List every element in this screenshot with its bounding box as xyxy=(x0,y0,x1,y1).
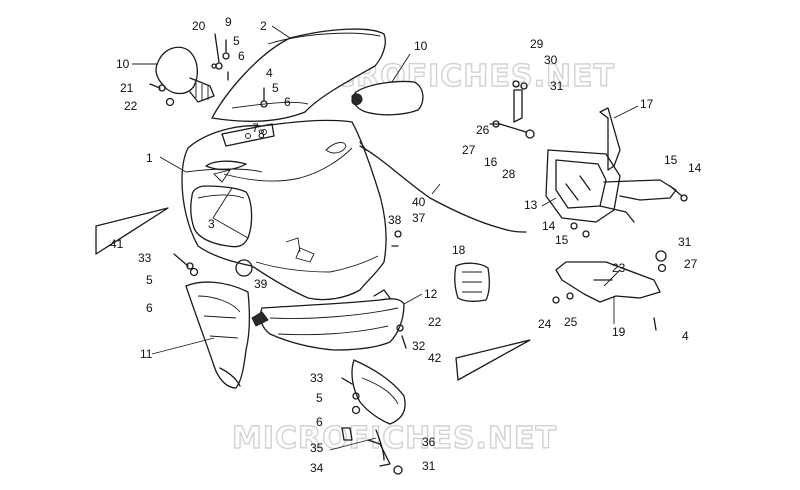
label-5a: 5 xyxy=(233,34,240,48)
label-20: 20 xyxy=(192,19,206,33)
label-39: 39 xyxy=(254,277,268,291)
label-8: 8 xyxy=(258,127,265,141)
label-36: 36 xyxy=(422,435,436,449)
label-23: 23 xyxy=(612,261,626,275)
label-5d: 5 xyxy=(316,391,323,405)
windshield-hardware xyxy=(211,33,268,108)
bracket-18 xyxy=(454,262,490,302)
label-1: 1 xyxy=(146,151,153,165)
label-16: 16 xyxy=(484,155,498,169)
callout-labels: 1 2 3 4 4 5 5 5 5 6 6 6 6 7 8 9 10 10 11… xyxy=(110,15,702,475)
chin-spoiler xyxy=(351,359,406,461)
label-26: 26 xyxy=(476,123,490,137)
label-19: 19 xyxy=(612,325,626,339)
label-27b: 27 xyxy=(684,257,698,271)
label-6c: 6 xyxy=(146,301,153,315)
label-18: 18 xyxy=(452,243,466,257)
trim-strip-42 xyxy=(455,339,531,381)
label-9: 9 xyxy=(225,15,232,29)
left-hardware xyxy=(173,230,407,475)
label-4b: 4 xyxy=(682,329,689,343)
label-22b: 22 xyxy=(428,315,442,329)
leader-lines xyxy=(132,25,639,451)
label-35: 35 xyxy=(310,441,324,455)
label-4a: 4 xyxy=(266,66,273,80)
label-7: 7 xyxy=(252,121,259,135)
label-25: 25 xyxy=(564,315,578,329)
windshield xyxy=(211,28,386,123)
label-3: 3 xyxy=(208,217,215,231)
strap-17 xyxy=(599,107,621,171)
watermark-bottom: MICROFICHES.NET xyxy=(232,421,557,456)
label-17: 17 xyxy=(640,97,654,111)
label-38: 38 xyxy=(388,213,402,227)
label-14b: 14 xyxy=(542,219,556,233)
label-6b: 6 xyxy=(284,95,291,109)
mirror-right xyxy=(351,80,424,116)
label-22a: 22 xyxy=(124,99,138,113)
label-5c: 5 xyxy=(146,273,153,287)
side-panel-left xyxy=(185,281,250,389)
mirror-left xyxy=(155,46,215,103)
label-24: 24 xyxy=(538,317,552,331)
label-42: 42 xyxy=(428,351,442,365)
cable xyxy=(359,145,527,233)
label-30: 30 xyxy=(544,53,558,67)
label-33b: 33 xyxy=(310,371,324,385)
bracket-19 xyxy=(555,261,661,303)
main-fairing xyxy=(181,119,387,301)
label-10a: 10 xyxy=(116,57,130,71)
right-hardware xyxy=(489,120,688,331)
label-29: 29 xyxy=(530,37,544,51)
label-21: 21 xyxy=(120,81,134,95)
trim-strip-41 xyxy=(95,207,169,255)
label-6d: 6 xyxy=(316,415,323,429)
label-13: 13 xyxy=(524,198,538,212)
cable-end xyxy=(359,141,367,151)
label-34: 34 xyxy=(310,461,324,475)
label-2: 2 xyxy=(260,19,267,33)
label-14a: 14 xyxy=(688,161,702,175)
label-6a: 6 xyxy=(238,49,245,63)
support-frame xyxy=(545,149,677,223)
label-32: 32 xyxy=(412,339,426,353)
label-31a: 31 xyxy=(550,79,564,93)
label-33a: 33 xyxy=(138,251,152,265)
label-27a: 27 xyxy=(462,143,476,157)
label-31b: 31 xyxy=(678,235,692,249)
mirror-bolts-left xyxy=(149,83,175,107)
label-15a: 15 xyxy=(664,153,678,167)
bracket-arm xyxy=(499,80,535,139)
label-5b: 5 xyxy=(272,81,279,95)
trim-bracket xyxy=(221,123,275,147)
lower-fairing xyxy=(259,289,405,351)
label-41: 41 xyxy=(110,237,124,251)
label-31c: 31 xyxy=(422,459,436,473)
label-12: 12 xyxy=(424,287,438,301)
label-37: 37 xyxy=(412,211,426,225)
label-28: 28 xyxy=(502,167,516,181)
label-40: 40 xyxy=(412,195,426,209)
label-15b: 15 xyxy=(555,233,569,247)
label-10b: 10 xyxy=(414,39,428,53)
label-11: 11 xyxy=(140,347,153,361)
